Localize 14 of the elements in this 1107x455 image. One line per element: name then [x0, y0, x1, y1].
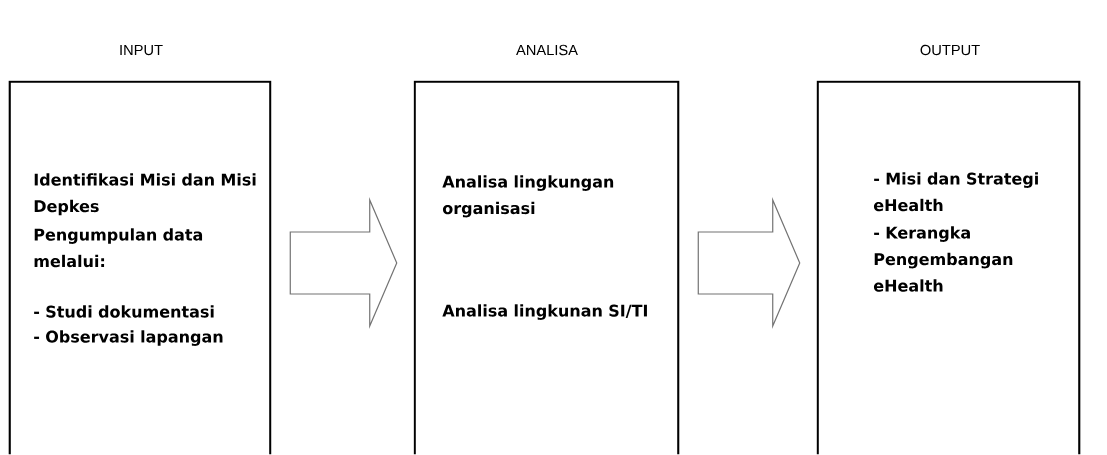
node-label: - Studi dokumentasi — [34, 305, 214, 318]
column-heading: OUTPUT — [920, 44, 980, 56]
block-arrow — [289, 197, 398, 329]
column-heading: INPUT — [120, 44, 163, 56]
block-arrow — [697, 197, 801, 329]
node-label: Identifikasi Misi dan Misi Depkes — [34, 173, 256, 216]
process-box: - Misi dan Strategi eHealth - Kerangka Pengembangan eHealth — [816, 80, 1081, 455]
node-label: - Observasi lapangan — [34, 330, 223, 346]
process-box: Identifikasi Misi dan Misi Depkes Pengumpulan data melalui: - Studi dokumentasi - Observasi lapangan — [8, 80, 272, 455]
node-label: Analisa lingkunan SI/TI — [442, 304, 647, 320]
process-box: Analisa lingkungan organisasi Analisa lingkunan SI/TI — [413, 80, 680, 455]
node-label: Analisa lingkungan organisasi — [442, 175, 614, 218]
node-label: Pengumpulan data melalui: — [34, 228, 203, 268]
column-heading: ANALISA — [516, 44, 578, 56]
